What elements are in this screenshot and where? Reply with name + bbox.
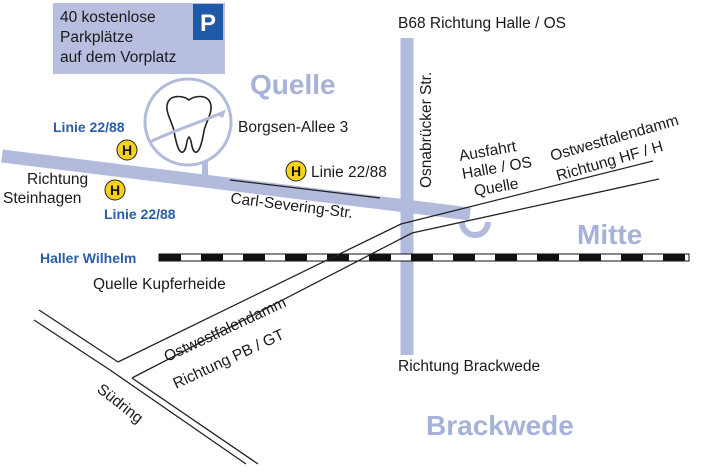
- b68-label: B68 Richtung Halle / OS: [398, 15, 566, 32]
- parking-text-line3: auf dem Vorplatz: [60, 49, 176, 66]
- parking-text-line1: 40 kostenlose: [60, 9, 156, 26]
- parking-info-box: 40 kostenlose Parkplätze auf dem Vorplat…: [53, 3, 225, 74]
- bus-stop-icon: [116, 139, 138, 161]
- quelle-kupferheide-label: Quelle Kupferheide: [93, 276, 226, 293]
- bus-stop-letter: H: [122, 142, 132, 158]
- bus-stop-steinhagen: H: [104, 179, 126, 201]
- parking-icon: P: [193, 4, 223, 40]
- bus-line-label-top-left: Linie 22/88: [53, 119, 125, 135]
- suedring-road-inner: [131, 377, 259, 465]
- bus-stop-letter: H: [291, 163, 301, 179]
- bus-stop-icon: [104, 179, 126, 201]
- carl-severing-edge: [229, 179, 381, 199]
- exit-loop: [459, 221, 491, 238]
- ostwestfalendamm-south-lane: [131, 178, 660, 379]
- bus-stop-top-left: H: [116, 139, 138, 161]
- tooth-icon: [149, 95, 226, 153]
- suedring-road-connector: [33, 319, 111, 371]
- parking-icon-letter: P: [200, 10, 216, 37]
- bus-stop-carl-severing: H: [285, 160, 307, 182]
- bus-line-label-bottom-left: Linie 22/88: [104, 206, 176, 222]
- osnabruecker-label: Osnabrücker Str.: [418, 72, 435, 188]
- railway-track: [158, 253, 690, 262]
- parking-text-line2: Parkplätze: [60, 29, 133, 46]
- main-streets: [1, 38, 491, 355]
- richtung-label: Richtung: [27, 171, 88, 188]
- suedring-road-upper: [38, 309, 119, 363]
- carl-severing-street: [1, 149, 471, 221]
- dentist-location: [143, 77, 233, 167]
- ostwestfalendamm-north-lane: [117, 160, 654, 363]
- bus-line-label-right: Linie 22/88: [311, 164, 387, 181]
- district-label-mitte: Mitte: [577, 219, 642, 250]
- district-label-brackwede: Brackwede: [426, 410, 574, 441]
- bus-stop-letter: H: [110, 182, 120, 198]
- address-label: Borgsen-Allee 3: [238, 119, 348, 136]
- station-label-haller-wilhelm: Haller Wilhelm: [40, 250, 136, 266]
- district-label-quelle: Quelle: [250, 69, 336, 100]
- bus-stop-icon: [285, 160, 307, 182]
- minor-roads: [33, 160, 660, 465]
- suedring-label: Südring: [94, 381, 147, 427]
- suedring-road: [109, 369, 247, 465]
- brackwede-direction-label: Richtung Brackwede: [398, 358, 540, 375]
- steinhagen-label: Steinhagen: [3, 190, 81, 207]
